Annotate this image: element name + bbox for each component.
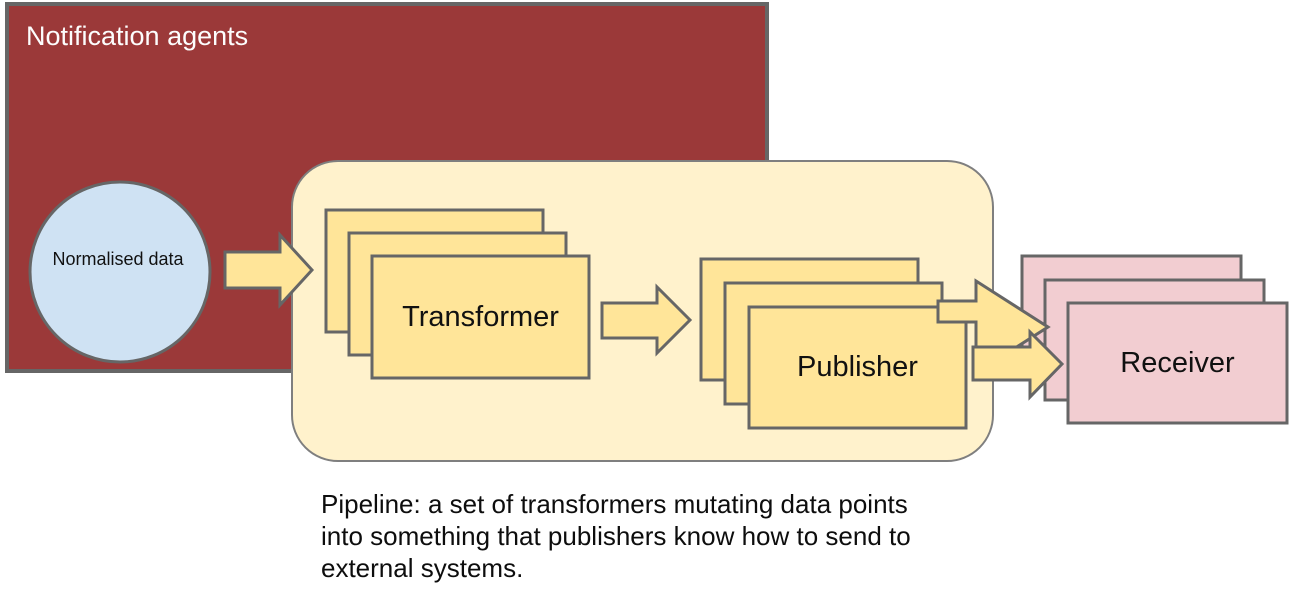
receiver-label: Receiver (1120, 346, 1235, 379)
transformer-card-front (370, 254, 591, 380)
arrow-data-to-transformer-icon (223, 231, 315, 309)
normalised-data-label: Normalised data (52, 249, 184, 269)
arrow-transformer-to-publisher-icon (600, 283, 693, 357)
caption-line-1: Pipeline: a set of transformers mutating… (321, 489, 908, 519)
publisher-label: Publisher (797, 351, 918, 383)
transformer-label: Transformer (402, 300, 559, 333)
normalised-data-circle (28, 180, 212, 364)
caption: Pipeline: a set of transformers mutating… (321, 488, 1001, 584)
caption-line-3: external systems. (321, 553, 524, 583)
caption-line-2: into something that publishers know how … (321, 521, 911, 551)
publisher-card-front (747, 305, 968, 430)
arrow-publisher-to-receiver-front-icon (971, 328, 1065, 401)
receiver-card-front (1066, 301, 1289, 425)
notification-agents-label: Notification agents (26, 21, 249, 51)
